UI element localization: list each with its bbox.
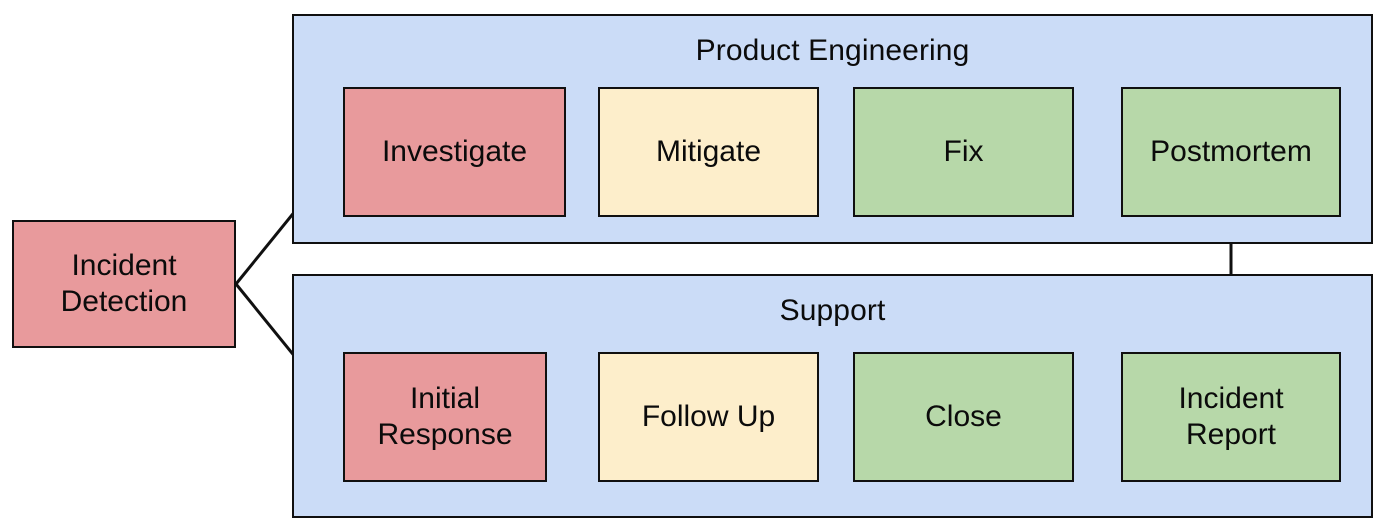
node-investigate[interactable]: Investigate: [343, 87, 566, 217]
node-postmortem[interactable]: Postmortem: [1121, 87, 1341, 217]
node-initial-response[interactable]: Initial Response: [343, 352, 547, 482]
node-close[interactable]: Close: [853, 352, 1074, 482]
node-follow-up[interactable]: Follow Up: [598, 352, 819, 482]
node-fix[interactable]: Fix: [853, 87, 1074, 217]
lane-support-label: Support: [779, 294, 886, 327]
node-incident-report[interactable]: Incident Report: [1121, 352, 1341, 482]
node-mitigate[interactable]: Mitigate: [598, 87, 819, 217]
lane-product-engineering-label: Product Engineering: [695, 34, 970, 67]
node-incident-detection[interactable]: Incident Detection: [12, 220, 236, 348]
